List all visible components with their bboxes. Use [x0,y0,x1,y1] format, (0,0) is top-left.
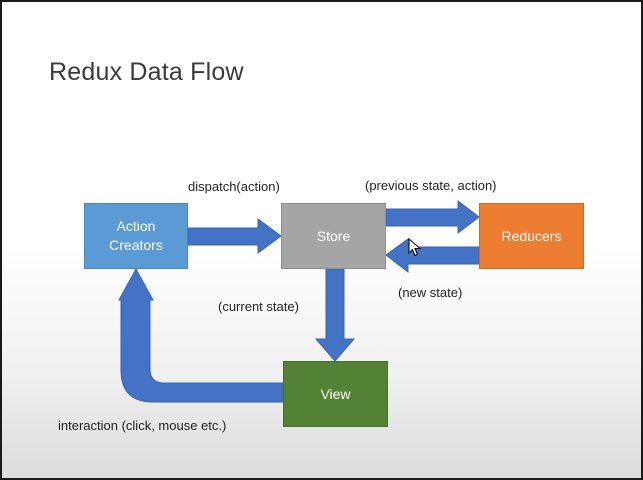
view-label: View [320,385,351,402]
mouse-cursor-icon [408,238,422,257]
previous-state-label: (previous state, action) [365,178,497,193]
store-box: Store [281,203,386,269]
current-state-label: (current state) [218,299,299,314]
arrow-dispatch [187,218,282,254]
slide-title: Redux Data Flow [49,58,244,86]
reducers-box: Reducers [479,203,584,269]
reducers-label: Reducers [501,227,562,244]
interaction-label: interaction (click, mouse etc.) [58,418,227,433]
arrow-previous-state [385,199,480,235]
dispatch-label: dispatch(action) [188,179,280,194]
arrow-interaction [118,267,284,403]
action-creators-box: Action Creators [84,203,188,269]
arrow-new-state [385,238,480,274]
action-creators-label: Action Creators [109,218,163,253]
view-box: View [283,361,388,427]
new-state-label: (new state) [398,285,463,300]
store-label: Store [316,227,351,244]
arrow-current-state [314,268,356,362]
